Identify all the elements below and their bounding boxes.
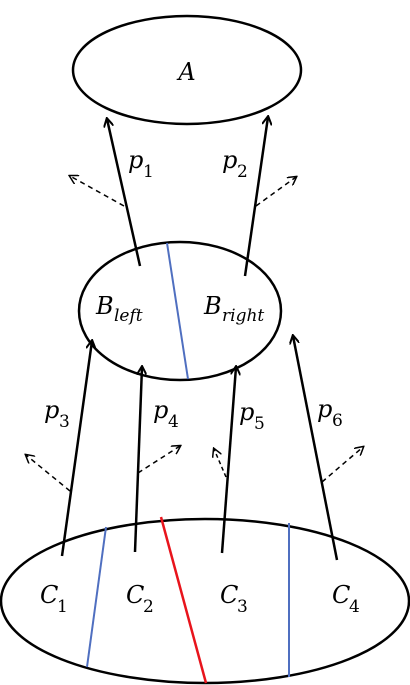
node-c4-sub: 4 [349,597,360,617]
node-c1-label: C [40,581,58,609]
edge-p6-arrow [293,336,339,561]
edge-p6: p 6 [293,336,363,561]
edge-p1-arrow [107,119,142,267]
edge-p5-sub: 5 [254,414,265,434]
node-a-label: A [176,58,195,86]
edge-p4-arrow [133,367,142,553]
edge-p1-sub: 1 [143,162,154,182]
edge-p4: p 4 [133,367,180,553]
edge-p1-leak-arrow [70,176,125,207]
edge-p3: p 3 [26,341,92,557]
node-c4-label: C [332,581,350,609]
edge-p5-label: p [239,398,254,426]
edge-p2-leak-arrow [255,177,296,207]
edge-p3-leak-arrow [26,455,71,492]
node-c1-sub: 1 [57,597,68,617]
edge-p1-label: p [128,146,143,174]
edge-p5-arrow [220,367,236,554]
edge-p4-leak-arrow [137,446,180,474]
node-b-right-sub: right [222,306,264,326]
edge-p5-leak-arrow [214,449,227,478]
node-c-divider-1 [86,526,107,668]
edge-p3-label: p [44,396,59,424]
node-c3-sub: 3 [237,597,248,617]
node-b-divider [166,242,189,380]
node-b-right-label: B [203,292,222,320]
edge-p2: p 2 [222,117,296,277]
edge-p6-leak-arrow [321,447,363,483]
edge-p2-sub: 2 [237,162,248,182]
edge-p5: p 5 [214,367,265,554]
node-a: A [71,14,303,126]
edge-p2-arrow [243,117,268,277]
edge-p6-label: p [317,395,332,423]
node-b-left-sub: left [114,306,143,326]
node-a-ellipse [71,14,303,126]
edge-p1: p 1 [70,119,154,267]
node-b-left-label: B [95,292,114,320]
node-c3-label: C [220,581,238,609]
node-c2-label: C [126,581,144,609]
node-c-group: C 1 C 2 C 3 C 4 [0,516,410,685]
node-c2-sub: 2 [143,597,154,617]
edge-p3-sub: 3 [59,412,70,432]
edge-p3-arrow [60,341,92,557]
node-b: B left B right [77,240,283,382]
edge-p4-label: p [153,396,168,424]
node-c-divider-2 [159,516,208,684]
edge-p4-sub: 4 [168,412,179,432]
edge-p2-label: p [222,146,237,174]
node-b-ellipse [77,240,283,382]
edge-p6-sub: 6 [332,411,343,431]
